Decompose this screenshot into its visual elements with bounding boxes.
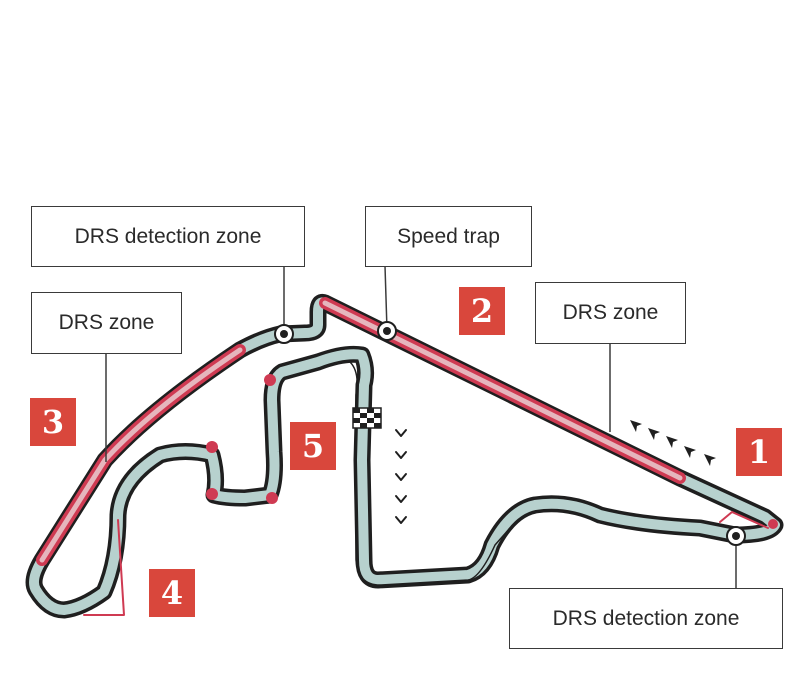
label-drs-detection-zone-bottom: DRS detection zone (509, 588, 783, 649)
label-drs-zone-right: DRS zone (535, 282, 686, 344)
direction-chevron-icon (395, 495, 407, 503)
direction-chevron-icon (395, 451, 407, 459)
label-drs-detection-zone-top: DRS detection zone (31, 206, 305, 267)
direction-chevron-icon (395, 516, 407, 524)
pit-lane-line (349, 361, 511, 586)
kerb-marker (206, 441, 218, 453)
label-drs-zone-left: DRS zone (31, 292, 182, 354)
direction-chevron-icon (395, 429, 407, 437)
direction-arrow-icon (684, 446, 696, 458)
kerb-marker (266, 492, 278, 504)
direction-arrow-icon (666, 436, 678, 448)
direction-arrow-icon (704, 454, 716, 466)
kerb-marker (768, 519, 778, 529)
kerb-marker (206, 488, 218, 500)
direction-arrow-icon (630, 420, 642, 432)
sector-number-3: 3 (30, 398, 76, 446)
direction-arrow-icon (648, 428, 660, 440)
leader-speed-trap (384, 265, 388, 331)
start-finish-flag-icon (352, 407, 382, 429)
runoff-line-left (83, 519, 125, 616)
runoff-line-right (719, 511, 769, 529)
direction-chevron-icon (395, 473, 407, 481)
sector-number-1: 1 (736, 428, 782, 476)
label-speed-trap: Speed trap (365, 206, 532, 267)
drs-zone-back-straight-inner (39, 347, 243, 563)
kerb-marker (264, 374, 276, 386)
sector-number-5: 5 (290, 422, 336, 470)
sector-number-2: 2 (459, 287, 505, 335)
sector-number-4: 4 (149, 569, 195, 617)
